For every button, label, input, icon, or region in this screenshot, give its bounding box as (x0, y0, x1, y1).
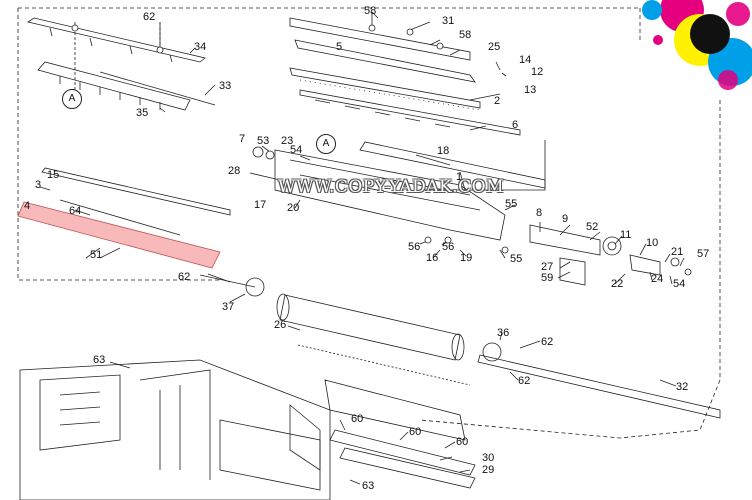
callout-32: 32 (676, 381, 689, 393)
part-63-chassis (19, 359, 331, 500)
callout-27: 27 (541, 261, 554, 273)
callout-30: 30 (482, 452, 495, 464)
part-29-plate (329, 429, 476, 476)
callout-24: 24 (651, 273, 664, 285)
part-33-wire (99, 71, 216, 106)
callout-4-highlighted: 4 (24, 200, 31, 212)
part-11-gear (602, 236, 622, 256)
callout-8: 8 (536, 207, 543, 219)
callout-63-lower: 63 (362, 480, 375, 492)
callout-9: 9 (562, 213, 569, 225)
callout-60-middle: 60 (409, 426, 422, 438)
callout-59: 59 (541, 272, 554, 284)
part-36-bearing (482, 342, 502, 362)
callout-60-right: 60 (456, 436, 469, 448)
callout-16: 16 (426, 252, 439, 264)
section-ref-a-left: A (62, 89, 82, 109)
callout-11: 11 (620, 229, 632, 241)
callout-56-right: 56 (442, 241, 455, 253)
part-37-flange (245, 277, 265, 297)
callout-35: 35 (136, 107, 149, 119)
callout-37: 37 (222, 301, 235, 313)
part-10-clip (629, 254, 661, 276)
callout-7: 7 (239, 133, 246, 145)
callout-34: 34 (194, 41, 207, 53)
callout-29: 29 (482, 464, 495, 476)
callout-28: 28 (228, 165, 241, 177)
part-28-frame (274, 149, 506, 241)
callout-52: 52 (586, 221, 599, 233)
part-6-strip (299, 89, 521, 136)
callout-21: 21 (671, 246, 684, 258)
callout-58-second: 58 (459, 29, 472, 41)
callout-19: 19 (460, 252, 473, 264)
callout-57: 57 (697, 248, 710, 260)
callout-62-top: 62 (143, 11, 156, 23)
callout-62-right-upper: 62 (541, 336, 554, 348)
callout-63-upper: 63 (93, 354, 106, 366)
callout-10: 10 (646, 237, 659, 249)
callout-51: 51 (90, 249, 103, 261)
part-51-rod (17, 201, 221, 269)
part-35-comb (37, 61, 191, 111)
callout-22: 22 (611, 278, 624, 290)
logo-cyan-small-circle (642, 0, 662, 20)
callout-53: 53 (257, 135, 270, 147)
callout-36: 36 (497, 327, 510, 339)
callout-60-left: 60 (351, 413, 364, 425)
part-15-rod (41, 167, 231, 216)
callout-3: 3 (35, 179, 42, 191)
callout-6: 6 (512, 119, 519, 131)
callout-62-right-lower: 62 (518, 375, 531, 387)
callout-54-top: 54 (290, 144, 303, 156)
callout-54-right: 54 (673, 278, 686, 290)
part-30-tray (324, 379, 466, 441)
callout-64: 64 (69, 205, 82, 217)
callout-58-top: 58 (364, 5, 377, 17)
callout-33: 33 (219, 80, 232, 92)
callout-14: 14 (519, 54, 532, 66)
callout-12: 12 (531, 66, 544, 78)
part-5-plate (294, 39, 476, 83)
callout-55-bottom: 55 (510, 253, 523, 265)
callout-23: 23 (281, 135, 294, 147)
cmyk-circles-logo (642, 0, 752, 90)
part-25-plate (289, 17, 471, 61)
callout-25: 25 (488, 41, 501, 53)
callout-15: 15 (47, 169, 60, 181)
callout-2: 2 (494, 95, 501, 107)
section-ref-a-center: A (316, 134, 336, 154)
callout-18: 18 (437, 145, 450, 157)
part-32-shaft (477, 354, 721, 419)
callout-17: 17 (254, 199, 267, 211)
logo-black-circle (690, 14, 730, 54)
boundary-dashed-line (17, 7, 721, 439)
callout-20: 20 (287, 202, 300, 214)
callout-62-middle: 62 (178, 271, 191, 283)
callout-56-left: 56 (408, 241, 421, 253)
part-34-rail (27, 17, 206, 63)
part-26-drum (279, 294, 461, 361)
callout-26: 26 (274, 319, 287, 331)
callout-55-top: 55 (505, 198, 518, 210)
callout-5: 5 (336, 41, 343, 53)
part-9-bracket (529, 224, 601, 256)
part-2-bar (289, 67, 481, 109)
logo-magenta-small-circle (653, 35, 663, 45)
watermark-text: WWW.COPY-YADAK.COM (278, 177, 505, 197)
callout-31: 31 (442, 15, 455, 27)
callout-1: 1 (456, 171, 463, 183)
callout-13: 13 (524, 84, 537, 96)
